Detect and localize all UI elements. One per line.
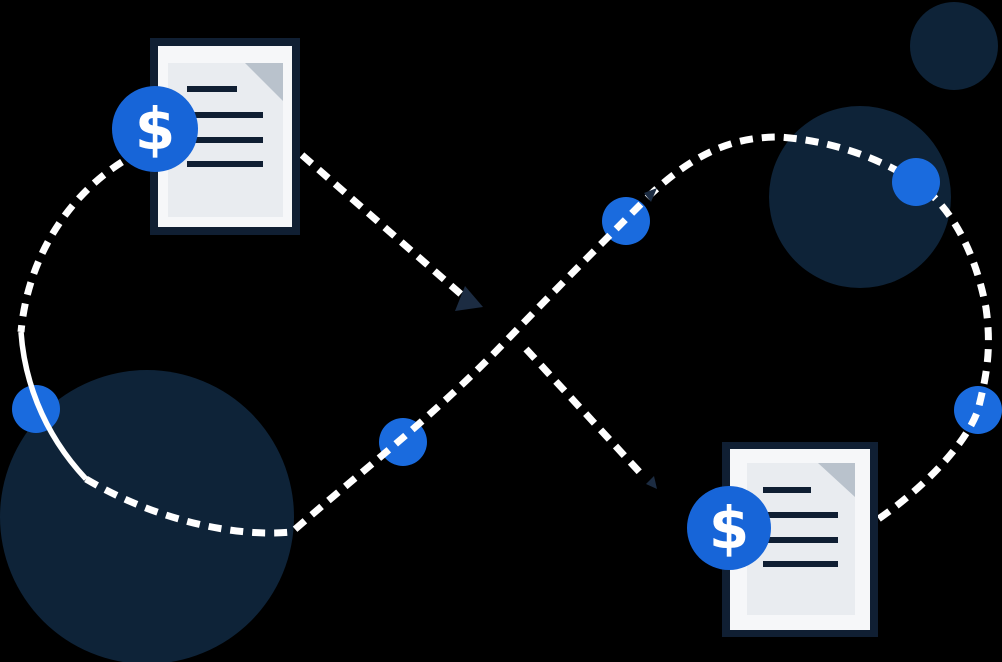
arrowhead-center — [455, 286, 483, 311]
text-line — [187, 161, 263, 167]
folded-corner-icon — [245, 63, 283, 101]
navy-circle-right — [769, 106, 951, 288]
text-line — [187, 137, 263, 143]
text-line — [187, 86, 237, 92]
badge-circle — [112, 86, 198, 172]
badge-circle — [687, 486, 771, 570]
navy-circle-bottom-left — [0, 370, 294, 662]
text-line — [763, 561, 838, 567]
document-icon-bottom-right — [722, 442, 878, 637]
flow-path-left-upper-arc — [17, 159, 124, 333]
text-line — [763, 487, 811, 493]
dollar-icon: $ — [709, 494, 749, 562]
flow-path-diagonal-lower — [523, 346, 648, 481]
flow-path-left-solid-arc — [18, 331, 89, 481]
arrowhead-upper-small — [644, 188, 657, 202]
navy-circle-top-right — [910, 2, 998, 90]
flow-dot-right-edge — [954, 386, 1002, 434]
dollar-badge-top-left: $ — [112, 86, 198, 172]
document-icon-top-left — [150, 38, 300, 235]
flow-dot-on-navy-circle — [892, 158, 940, 206]
flow-path-main-loop — [84, 133, 992, 537]
arrowhead-lower-small — [646, 476, 657, 489]
dollar-icon: $ — [135, 95, 175, 163]
dollar-badge-bottom-right: $ — [687, 486, 771, 570]
text-line — [763, 537, 838, 543]
folded-corner-icon — [818, 463, 855, 497]
text-line — [763, 512, 838, 518]
text-line — [187, 112, 263, 118]
flow-path-diagonal-upper — [299, 152, 466, 299]
